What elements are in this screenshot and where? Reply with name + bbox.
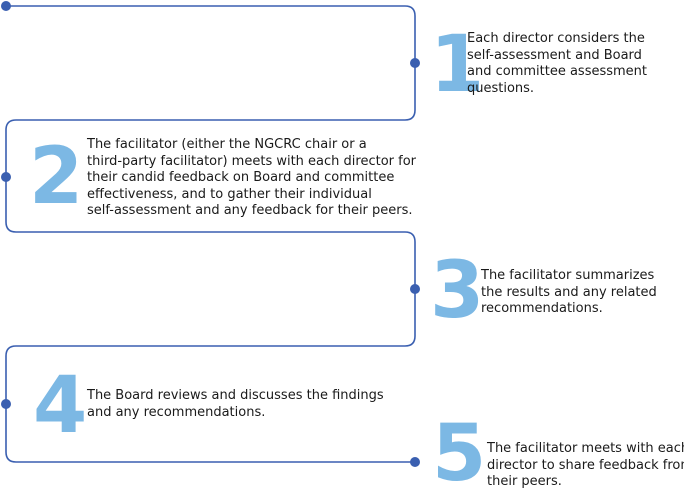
step-description-line: questions. — [467, 80, 535, 96]
step-description-line: self-assessment and any feedback for the… — [87, 203, 413, 218]
step-description-line: and committee assessment — [467, 64, 648, 79]
step-number: 4 — [33, 361, 87, 451]
step-number: 3 — [430, 246, 484, 336]
node-dot-1 — [410, 58, 420, 68]
step-description-line: recommendations. — [481, 301, 603, 316]
step-description: The facilitator summarizes the results a… — [481, 268, 657, 318]
step-description-line: The facilitator meets with each — [487, 441, 684, 456]
step-description-line: director to share feedback from — [487, 457, 684, 473]
step-description-line: and any recommendations. — [87, 404, 266, 420]
node-dot-5 — [410, 457, 420, 467]
step-description-line: their peers. — [487, 474, 562, 489]
step-description: The facilitator (either the NGCRC chair … — [87, 137, 416, 220]
step-description: The Board reviews and discusses the find… — [87, 388, 384, 421]
node-dot-3 — [410, 284, 420, 294]
node-dot-2 — [1, 172, 11, 182]
node-dot-4 — [1, 399, 11, 409]
step-description-line: Each director considers the — [467, 31, 645, 46]
step-description: The facilitator meets with each director… — [487, 441, 684, 491]
step-description-line: The facilitator (either the NGCRC chair … — [87, 137, 367, 152]
step-description-line: effectiveness, and to gather their indiv… — [87, 186, 372, 202]
step-description: Each director considers the self-assessm… — [467, 31, 647, 97]
step-number: 5 — [432, 409, 486, 499]
step-description-line: self-assessment and Board — [467, 47, 642, 63]
step-description-line: third-party facilitator) meets with each… — [87, 153, 417, 169]
step-description-line: The Board reviews and discusses the find… — [87, 388, 384, 403]
step-number: 1 — [430, 20, 484, 110]
step-description-line: the results and any related — [481, 284, 657, 300]
step-number: 2 — [29, 132, 83, 222]
node-dot-start — [1, 1, 11, 11]
step-description-line: their candid feedback on Board and commi… — [87, 170, 395, 185]
step-description-line: The facilitator summarizes — [481, 268, 655, 283]
connector-line — [5, 5, 416, 463]
